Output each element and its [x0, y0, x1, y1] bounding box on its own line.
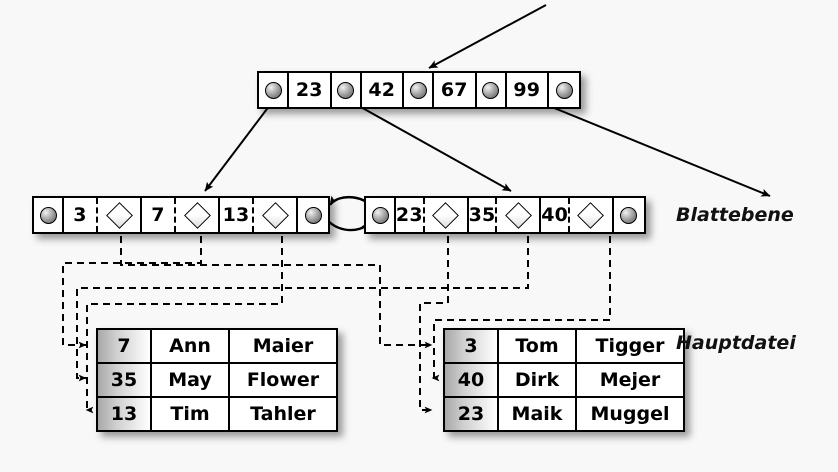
node-pointer-cell[interactable] [259, 73, 289, 107]
node-key-cell: 13 [220, 198, 254, 232]
main-file-caption: Hauptdatei [676, 332, 796, 354]
node-pointer-cell[interactable] [298, 198, 328, 232]
table-cell-key: 23 [445, 398, 499, 430]
ball-pointer-icon [39, 206, 57, 224]
table-cell-key: 40 [445, 364, 499, 396]
root-to-outside-arrow [514, 91, 771, 197]
root-to-left-leaf-arrow [204, 100, 274, 192]
table-cell-first-name: Tim [152, 398, 230, 430]
root-node[interactable]: 23 42 67 99 [257, 71, 581, 109]
node-record-pointer-cell[interactable] [254, 198, 298, 232]
ball-pointer-icon [620, 206, 638, 224]
table-cell-last-name: Muggel [577, 398, 683, 430]
node-key-cell: 23 [396, 198, 425, 232]
leaf-node-right[interactable]: 23 35 40 [364, 196, 646, 234]
node-record-pointer-cell[interactable] [98, 198, 142, 232]
node-pointer-cell[interactable] [366, 198, 396, 232]
node-key-cell: 42 [362, 73, 404, 107]
table-cell-first-name: May [152, 364, 230, 396]
table-cell-first-name: Ann [152, 330, 230, 362]
node-key-cell: 99 [507, 73, 549, 107]
table-cell-last-name: Tigger [577, 330, 683, 362]
node-pointer-cell[interactable] [404, 73, 434, 107]
table-cell-key: 13 [98, 398, 152, 430]
node-key-cell: 23 [289, 73, 332, 107]
table-cell-key: 35 [98, 364, 152, 396]
diamond-pointer-icon [183, 201, 211, 229]
ball-pointer-icon [264, 81, 282, 99]
link-leaf-left-d2-to-row-7 [62, 236, 202, 349]
node-pointer-cell[interactable] [477, 73, 507, 107]
node-pointer-cell[interactable] [614, 198, 644, 232]
node-key-cell: 35 [469, 198, 498, 232]
node-key-cell: 40 [541, 198, 570, 232]
diamond-pointer-icon [432, 201, 460, 229]
ball-pointer-icon [371, 206, 389, 224]
leaf-node-left[interactable]: 3 7 13 [32, 196, 330, 234]
node-record-pointer-cell[interactable] [425, 198, 469, 232]
link-leaf-right-d3-to-row-40 [431, 236, 611, 382]
link-leaf-right-d1-to-row-23 [419, 236, 449, 414]
table-cell-last-name: Maier [230, 330, 336, 362]
node-record-pointer-cell[interactable] [176, 198, 220, 232]
table-cell-last-name: Mejer [577, 364, 683, 396]
table-cell-first-name: Tom [499, 330, 577, 362]
root-to-right-leaf-arrow [349, 100, 512, 192]
node-record-pointer-cell[interactable] [570, 198, 614, 232]
ball-pointer-icon [482, 81, 499, 99]
node-pointer-cell[interactable] [332, 73, 362, 107]
table-cell-first-name: Maik [499, 398, 577, 430]
node-key-cell: 67 [434, 73, 477, 107]
node-key-cell: 3 [64, 198, 98, 232]
node-pointer-cell[interactable] [34, 198, 64, 232]
table-cell-last-name: Flower [230, 364, 336, 396]
table-cell-last-name: Tahler [230, 398, 336, 430]
node-record-pointer-cell[interactable] [497, 198, 542, 232]
ball-pointer-icon [555, 81, 573, 99]
table-cell-key: 7 [98, 330, 152, 362]
table-cell-first-name: Dirk [499, 364, 577, 396]
node-key-cell: 7 [142, 198, 176, 232]
diamond-pointer-icon [504, 201, 532, 229]
diamond-pointer-icon [105, 201, 133, 229]
incoming-root-arrow [428, 4, 547, 69]
node-pointer-cell[interactable] [549, 73, 579, 107]
ball-pointer-icon [304, 206, 322, 224]
ball-pointer-icon [337, 81, 354, 99]
leaf-level-caption: Blattebene [676, 204, 794, 226]
diamond-pointer-icon [577, 201, 605, 229]
link-leaf-left-d1-to-row-3 [120, 236, 433, 349]
diamond-pointer-icon [261, 201, 289, 229]
ball-pointer-icon [409, 81, 427, 99]
table-cell-key: 3 [445, 330, 499, 362]
